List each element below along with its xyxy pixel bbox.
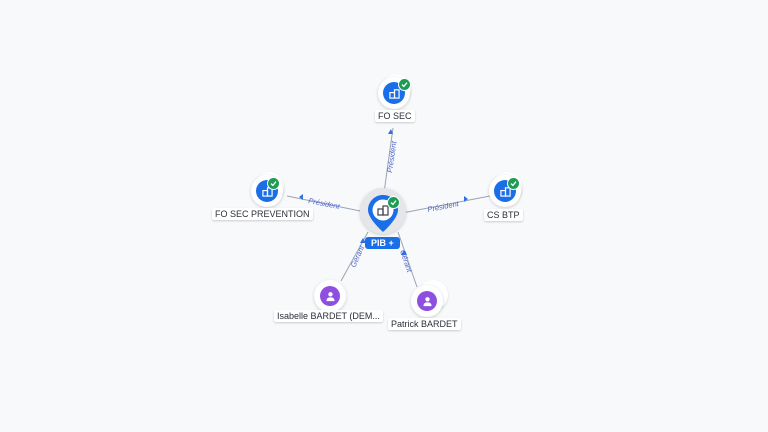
person-icon bbox=[325, 291, 335, 301]
check-icon bbox=[398, 78, 411, 91]
arrow-fo-sec-prevention bbox=[299, 194, 303, 200]
person-icon bbox=[422, 296, 432, 306]
edge-fo-sec-prevention bbox=[286, 195, 371, 214]
check-icon bbox=[507, 177, 520, 190]
node-label: FO SEC bbox=[375, 110, 415, 122]
edge-arrows bbox=[299, 129, 468, 255]
node-label: Isabelle BARDET (DEM... bbox=[274, 310, 383, 322]
check-icon bbox=[387, 196, 400, 209]
edge-label-fo-sec: Président bbox=[385, 140, 398, 174]
node-center-label: PIB + bbox=[365, 237, 400, 249]
node-label: CS BTP bbox=[484, 209, 523, 221]
check-icon bbox=[267, 177, 280, 190]
arrow-isabelle-bardet bbox=[360, 238, 366, 243]
building-icon bbox=[377, 205, 389, 216]
node-label: FO SEC PREVENTION bbox=[212, 208, 313, 220]
arrow-cs-btp bbox=[464, 196, 468, 202]
building-icon bbox=[388, 88, 400, 99]
arrow-fo-sec bbox=[388, 129, 393, 134]
edge-label-cs-btp: Président bbox=[427, 199, 461, 214]
node-isabelle-bardet[interactable]: Isabelle BARDET (DEM... bbox=[272, 280, 392, 326]
node-cs-btp[interactable]: CS BTP bbox=[484, 172, 528, 224]
node-fo-sec-prevention[interactable]: FO SEC PREVENTION bbox=[212, 172, 322, 224]
node-center[interactable]: PIB + bbox=[360, 188, 406, 254]
edge-patrick-bardet bbox=[397, 231, 418, 288]
node-patrick-bardet[interactable]: Patrick BARDET bbox=[388, 280, 468, 332]
node-fo-sec[interactable]: FO SEC bbox=[375, 74, 419, 124]
arrow-patrick-bardet bbox=[401, 250, 407, 255]
edge-cs-btp bbox=[396, 195, 491, 215]
node-circle bbox=[320, 286, 340, 306]
node-label: Patrick BARDET bbox=[388, 318, 461, 330]
node-circle bbox=[417, 291, 437, 311]
